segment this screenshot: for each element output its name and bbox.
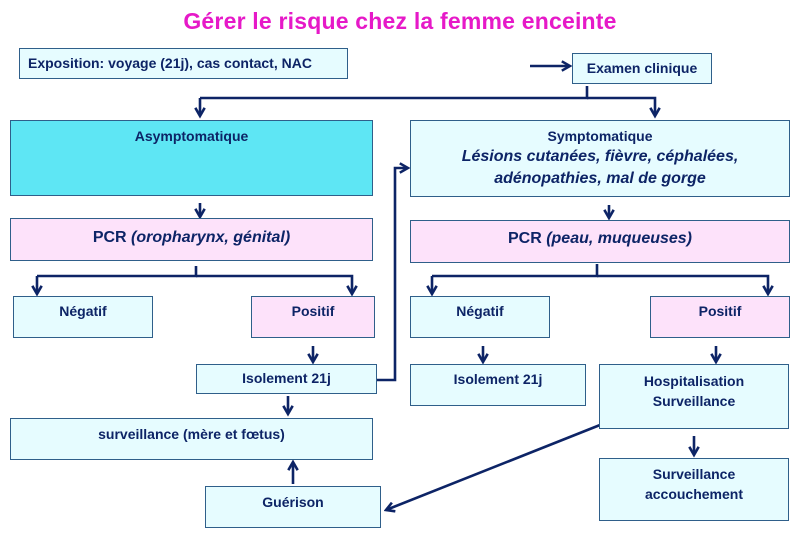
guerison-box: Guérison [205, 486, 381, 528]
surveillance-accouchement-box: Surveillance accouchement [599, 458, 789, 521]
pcr-left-detail: (oropharynx, génital) [131, 229, 291, 246]
diagram-title: Gérer le risque chez la femme enceinte [183, 8, 617, 34]
surveillance-box: surveillance (mère et fœtus) [10, 418, 373, 460]
hospitalisation-line2: Surveillance [652, 393, 736, 409]
arrow-to-positif-left [196, 274, 352, 294]
arrow-to-symptomatique [587, 96, 655, 116]
arrow-isolement-to-symptomatique [377, 168, 408, 382]
asymptomatique-box: Asymptomatique [10, 120, 373, 196]
isolement-left-box: Isolement 21j [196, 364, 377, 394]
symptomatique-label: Symptomatique [547, 128, 653, 144]
connector-examen-split [200, 86, 589, 100]
positif-right-box: Positif [650, 296, 790, 338]
symptomatique-signs-line1: Lésions cutanées, fièvre, céphalées, [461, 148, 739, 165]
negatif-right-box: Négatif [410, 296, 550, 338]
pcr-left-box: PCR (oropharynx, génital) [10, 218, 373, 261]
accouchement-line1: Surveillance [652, 466, 736, 482]
symptomatique-signs-line2: adénopathies, mal de gorge [494, 170, 706, 187]
pcr-right-detail: (peau, muqueuses) [546, 230, 693, 247]
arrow-to-positif-right [597, 274, 768, 294]
negatif-left-box: Négatif [13, 296, 153, 338]
symptomatique-box: Symptomatique Lésions cutanées, fièvre, … [410, 120, 790, 197]
connector-pcr-right-split [432, 264, 599, 278]
pcr-right-box: PCR (peau, muqueuses) [410, 220, 790, 263]
isolement-right-box: Isolement 21j [410, 364, 586, 406]
connector-pcr-left-split [37, 266, 198, 278]
pcr-right-prefix: PCR [507, 230, 547, 247]
exposition-box: Exposition: voyage (21j), cas contact, N… [19, 48, 348, 79]
hospitalisation-box: Hospitalisation Surveillance [599, 364, 789, 429]
positif-left-box: Positif [251, 296, 375, 338]
pcr-left-prefix: PCR [92, 229, 132, 246]
examen-clinique-box: Examen clinique [572, 53, 712, 84]
arrow-hospitalisation-to-guerison [386, 423, 601, 510]
hospitalisation-line1: Hospitalisation [643, 373, 745, 389]
accouchement-line2: accouchement [644, 486, 744, 502]
